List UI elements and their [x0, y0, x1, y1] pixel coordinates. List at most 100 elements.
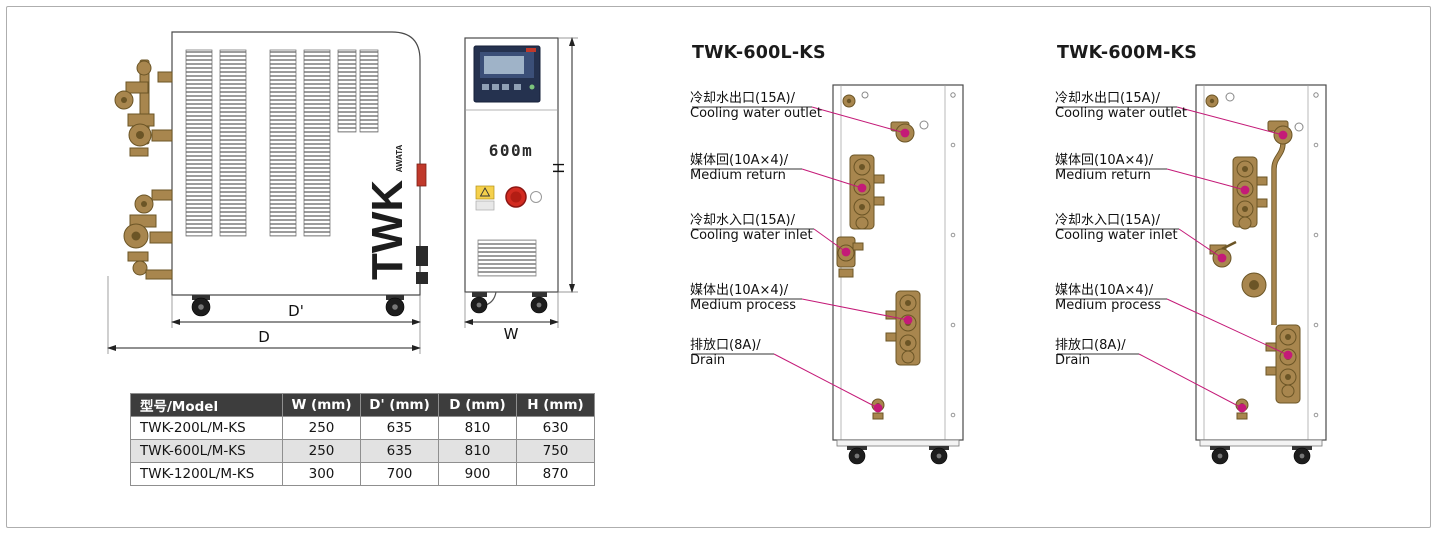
port-label-en: Medium process: [690, 297, 797, 313]
cell-model: TWK-200L/M-KS: [130, 416, 283, 440]
callout-dot-outlet: [1278, 130, 1288, 140]
port-label: 排放口(8A)/ Drain: [690, 338, 761, 368]
port-label-en: Drain: [1055, 352, 1091, 368]
side-connector-box: [416, 272, 428, 284]
control-panel: [473, 45, 541, 103]
column-header-h: H (mm): [516, 393, 595, 417]
table-row: TWK-200L/M-KS 250 635 810 630: [130, 416, 595, 440]
cell-d: 810: [438, 439, 517, 463]
vent-panel: [219, 49, 247, 237]
port-label-cn: 冷却水出口(15A)/: [690, 91, 795, 106]
callout-dot-drain: [1237, 403, 1247, 413]
vent-panel: [303, 49, 331, 237]
diagram-600m: TWK-600M-KS: [1055, 40, 1355, 480]
table-row: TWK-600L/M-KS 250 635 810 750: [130, 439, 595, 463]
port-label-en: Medium return: [690, 167, 786, 183]
callouts: [692, 106, 913, 413]
port-label-cn: 排放口(8A)/: [1055, 338, 1126, 353]
port-label-en: Cooling water inlet: [1055, 227, 1178, 243]
rear-casters: [1210, 446, 1312, 465]
medium-process-manifold: [885, 290, 921, 366]
column-header-model: 型号/Model: [130, 393, 283, 417]
medium-return-manifold: [849, 154, 885, 230]
port-label: 冷却水出口(15A)/ Cooling water outlet: [1055, 91, 1187, 121]
callout-dot-outlet: [900, 128, 910, 138]
cell-w: 250: [282, 439, 361, 463]
callout-dot-return: [1240, 185, 1250, 195]
machine-rear-view-l: [832, 84, 964, 465]
front-casters: [470, 292, 548, 314]
machine-front-view: 600m: [464, 37, 559, 314]
dimension-h: H: [550, 37, 578, 293]
cell-h: 870: [516, 462, 595, 486]
port-label-cn: 冷却水入口(15A)/: [690, 213, 795, 228]
diagram-title: TWK-600L-KS: [692, 43, 826, 63]
callout-dot-inlet: [841, 247, 851, 257]
port-label-en: Cooling water inlet: [690, 227, 813, 243]
front-model-label: 600m: [489, 141, 534, 160]
port-label-cn: 媒体回(10A×4)/: [690, 153, 789, 168]
machine-side-view: TWK AWATA: [114, 31, 428, 317]
machine-rear-view-m: [1195, 84, 1327, 465]
port-label-en: Medium process: [1055, 297, 1162, 313]
side-valve-assembly-lower: [123, 189, 173, 280]
dim-label-w: W: [504, 325, 519, 343]
cell-d: 900: [438, 462, 517, 486]
cell-d: 810: [438, 416, 517, 440]
vent-panel: [185, 49, 213, 237]
vent-panel: [359, 49, 379, 133]
vent-panel: [337, 49, 357, 133]
dim-label-h: H: [550, 162, 568, 173]
port-label: 媒体出(10A×4)/ Medium process: [690, 283, 797, 313]
port-label: 媒体出(10A×4)/ Medium process: [1055, 283, 1162, 313]
cell-d-prime: 635: [360, 439, 439, 463]
port-label: 冷却水入口(15A)/ Cooling water inlet: [690, 213, 813, 243]
diagram-title: TWK-600M-KS: [1057, 43, 1198, 63]
cell-model: TWK-1200L/M-KS: [130, 462, 283, 486]
port-label-cn: 媒体出(10A×4)/: [1055, 283, 1154, 298]
warning-and-estop: [475, 185, 542, 211]
diagram-600m-svg: [1057, 84, 1327, 465]
column-header-d-prime: D' (mm): [360, 393, 439, 417]
port-label-en: Medium return: [1055, 167, 1151, 183]
spec-table: 型号/Model W (mm) D' (mm) D (mm) H (mm) TW…: [130, 393, 595, 486]
diagram-600l: TWK-600L-KS: [690, 40, 990, 480]
rear-casters: [847, 446, 949, 465]
brand-logo: TWK AWATA: [363, 144, 412, 280]
port-label-en: Cooling water outlet: [1055, 105, 1187, 121]
callout-dot-process: [903, 315, 913, 325]
port-label-cn: 排放口(8A)/: [690, 338, 761, 353]
dim-label-d: D: [258, 328, 270, 346]
side-casters: [191, 295, 405, 317]
cell-h: 750: [516, 439, 595, 463]
column-header-w: W (mm): [282, 393, 361, 417]
cell-h: 630: [516, 416, 595, 440]
port-label-cn: 冷却水入口(15A)/: [1055, 213, 1160, 228]
diagram-600l-svg: [692, 84, 964, 465]
side-emergency-stop: [416, 163, 427, 187]
port-label: 冷却水入口(15A)/ Cooling water inlet: [1055, 213, 1178, 243]
callout-dot-return: [857, 183, 867, 193]
cell-w: 300: [282, 462, 361, 486]
cell-d-prime: 700: [360, 462, 439, 486]
port-label: 媒体回(10A×4)/ Medium return: [690, 153, 789, 183]
table-row: TWK-1200L/M-KS 300 700 900 870: [130, 462, 595, 486]
dimension-d-prime: D': [171, 295, 421, 328]
port-label: 冷却水出口(15A)/ Cooling water outlet: [690, 91, 822, 121]
side-connector-box: [416, 246, 428, 266]
indicator-button: [530, 191, 542, 203]
side-valve-assembly-upper: [114, 59, 173, 157]
port-label-cn: 媒体出(10A×4)/: [690, 283, 789, 298]
info-sticker: [475, 200, 495, 211]
callouts: [1057, 106, 1293, 413]
cell-d-prime: 635: [360, 416, 439, 440]
front-vent-grille: [477, 239, 537, 277]
port-label-cn: 冷却水出口(15A)/: [1055, 91, 1160, 106]
port-label-en: Cooling water outlet: [690, 105, 822, 121]
callout-dot-inlet: [1217, 253, 1227, 263]
port-label-en: Drain: [690, 352, 726, 368]
medium-return-manifold: [1232, 156, 1268, 230]
cell-w: 250: [282, 416, 361, 440]
port-label: 排放口(8A)/ Drain: [1055, 338, 1126, 368]
